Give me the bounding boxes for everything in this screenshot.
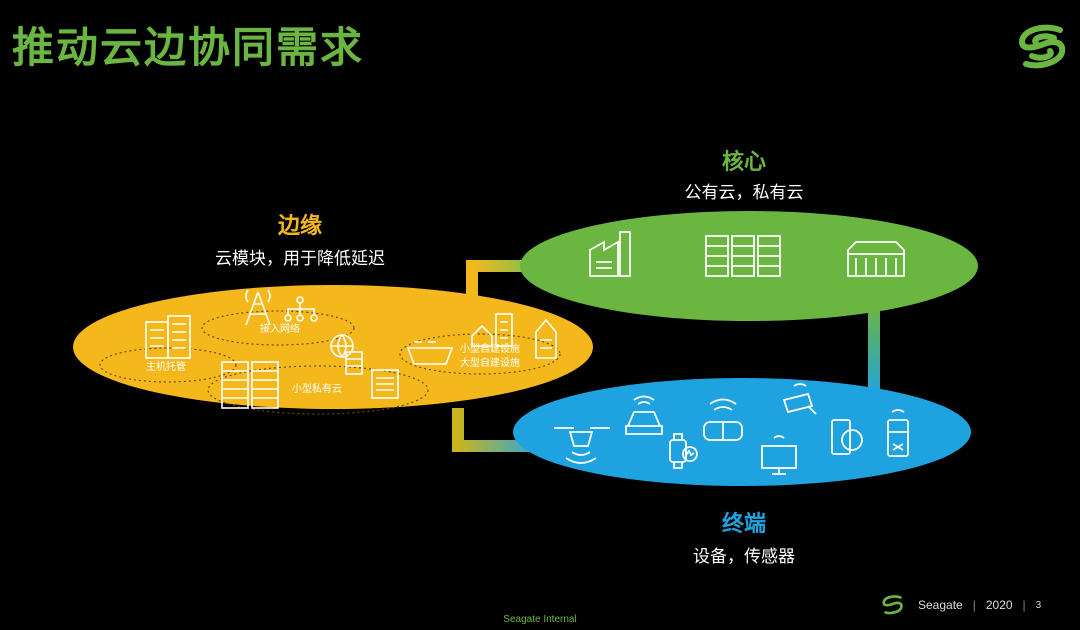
footer-brand: Seagate bbox=[918, 598, 963, 612]
office-building-icon bbox=[145, 315, 191, 359]
connector-core-terminal bbox=[868, 305, 880, 397]
phone-chat-icon bbox=[831, 419, 863, 455]
security-camera-icon bbox=[782, 383, 817, 415]
core-subtitle: 公有云，私有云 bbox=[684, 183, 804, 203]
edge-label-small-self-built: 小型自建设施 bbox=[460, 344, 520, 355]
terminal-subtitle: 设备，传感器 bbox=[693, 547, 795, 567]
slide-title: 推动云边协同需求 bbox=[12, 23, 365, 72]
classification-label: Seagate Internal bbox=[503, 614, 577, 625]
terminal-heading: 终端 bbox=[721, 512, 766, 537]
car-icon bbox=[625, 395, 663, 435]
smartwatch-icon bbox=[669, 433, 698, 469]
page-number: 3 bbox=[1035, 599, 1042, 611]
connector-edge-terminal bbox=[452, 408, 530, 452]
edge-label-access-network: 接入网络 bbox=[260, 324, 300, 335]
globe-server-icon bbox=[330, 334, 363, 375]
drone-icon bbox=[554, 427, 610, 464]
vr-headset-icon bbox=[703, 398, 743, 441]
footer-separator: | bbox=[1022, 598, 1026, 612]
edge-ellipse bbox=[73, 285, 593, 409]
house-icon bbox=[471, 324, 493, 347]
smart-fridge-icon bbox=[887, 409, 909, 457]
network-tree-icon bbox=[284, 296, 318, 322]
footer-year: 2020 bbox=[985, 598, 1013, 612]
seagate-footer-logo-icon bbox=[882, 595, 903, 615]
footer: Seagate | 2020 | 3 bbox=[878, 594, 1041, 616]
core-heading: 核心 bbox=[721, 150, 766, 175]
datacenter-truck-icon bbox=[406, 341, 454, 365]
smart-tv-icon bbox=[761, 435, 797, 475]
edge-subtitle: 云模块，用于降低延迟 bbox=[215, 249, 385, 269]
storage-box-icon bbox=[371, 369, 399, 399]
edge-label-hosting: 主机托管 bbox=[146, 362, 186, 373]
edge-heading: 边缘 bbox=[277, 214, 322, 239]
edge-label-large-self-built: 大型自建设施 bbox=[460, 358, 520, 369]
edge-zone-self-built bbox=[399, 333, 561, 375]
cell-tower-icon bbox=[245, 289, 271, 326]
cloud-facility-icon bbox=[847, 241, 905, 277]
edge-label-small-private-cloud: 小型私有云 bbox=[292, 384, 342, 395]
edge-zone-access-network bbox=[201, 310, 355, 346]
seagate-logo-icon bbox=[1018, 24, 1066, 69]
footer-separator: | bbox=[972, 598, 976, 612]
edge-zone-small-private-cloud bbox=[207, 365, 429, 415]
tower-building-icon bbox=[495, 313, 557, 359]
edge-zone-hosting bbox=[99, 347, 237, 383]
server-rack-icon bbox=[221, 361, 279, 409]
datacenter-servers-icon bbox=[705, 235, 781, 277]
factory-icon bbox=[589, 231, 631, 277]
